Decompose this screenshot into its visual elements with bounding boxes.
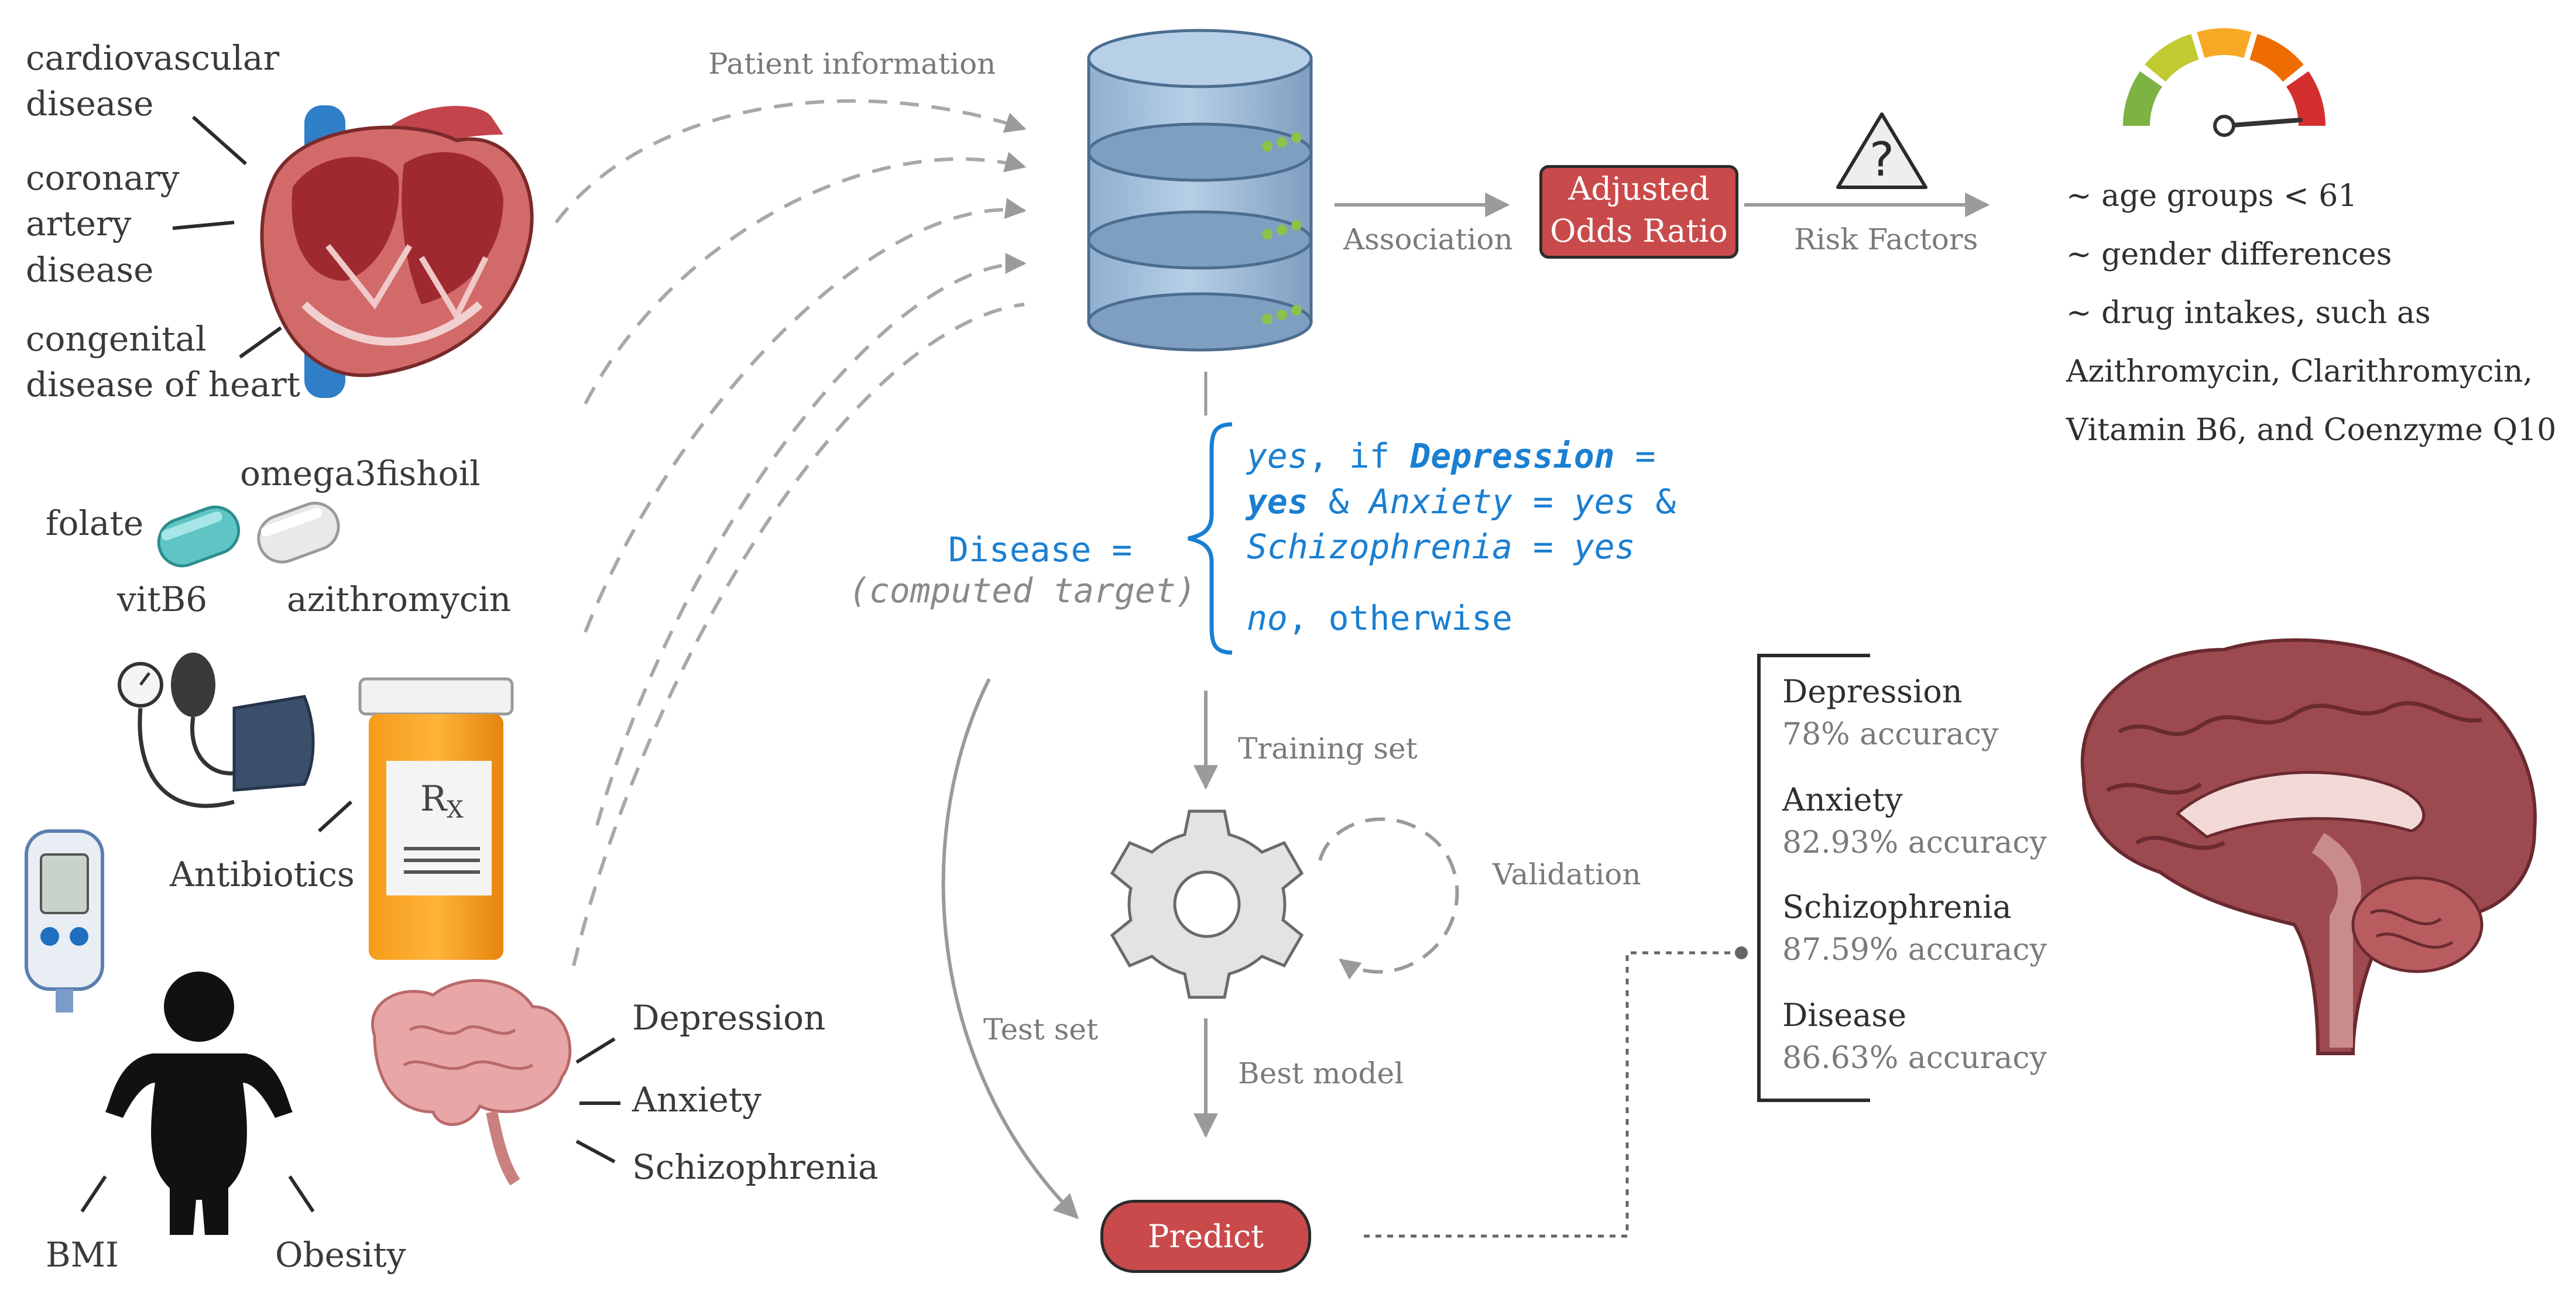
label-best-model: Best model	[1238, 1056, 1404, 1090]
disease-target-label: Disease =	[948, 530, 1133, 569]
heart-icon	[260, 105, 534, 398]
rx-letter-x: X	[447, 797, 464, 823]
result-accuracy-disease: 86.63% accuracy	[1782, 1041, 2047, 1076]
rx-symbol: RX	[420, 778, 464, 823]
label-antibiotics: Antibiotics	[170, 854, 355, 894]
result-name-disease: Disease	[1782, 997, 1907, 1034]
result-name-schizophrenia: Schizophrenia	[1782, 888, 2012, 925]
blood-pressure-monitor-icon	[118, 653, 315, 808]
label-coronary-artery-disease: coronary artery disease	[26, 158, 180, 290]
risk-item-gender: ~ gender differences	[2066, 237, 2392, 272]
pill-bottle-icon	[358, 677, 514, 960]
risk-item-drug-names: Azithromycin, Clarithromycin,	[2066, 354, 2533, 389]
risk-item-age: ~ age groups < 61	[2066, 179, 2358, 214]
label-cardiovascular-disease: cardiovascular disease	[26, 38, 280, 124]
label-schizophrenia: Schizophrenia	[632, 1147, 879, 1187]
target-line-2: yes & Anxiety = yes &	[1247, 482, 1676, 521]
label-congenital-disease: congenital disease of heart	[26, 319, 300, 405]
capsule-icon	[157, 502, 340, 568]
target-line-4: no, otherwise	[1247, 598, 1512, 638]
adjusted-odds-ratio-box: Adjusted Odds Ratio	[1539, 165, 1738, 259]
keyword-if: , if	[1308, 436, 1411, 476]
risk-item-vitamins: Vitamin B6, and Coenzyme Q10	[2066, 413, 2557, 448]
brain-sagittal-icon	[2080, 638, 2537, 1055]
test-set-arrow	[941, 678, 1079, 1219]
label-risk-factors: Risk Factors	[1794, 222, 1978, 256]
operator-equals: =	[1614, 436, 1656, 476]
target-line-3: Schizophrenia = yes	[1247, 527, 1635, 567]
operator-and: &	[1635, 482, 1676, 521]
result-name-anxiety: Anxiety	[1782, 781, 1903, 818]
result-name-depression: Depression	[1782, 673, 1963, 710]
value-yes: yes	[1573, 482, 1635, 521]
value-no: no	[1247, 598, 1288, 638]
result-accuracy-schizophrenia: 87.59% accuracy	[1782, 932, 2047, 967]
brain-icon	[371, 979, 572, 1186]
glucose-meter-icon	[25, 829, 104, 1013]
value-yes-bold: yes	[1247, 482, 1308, 521]
database-icon	[1087, 29, 1313, 352]
label-vitb6: vitB6	[117, 579, 208, 619]
label-depression: Depression	[632, 998, 826, 1038]
computed-target-label: (computed target)	[849, 571, 1196, 610]
label-folate: folate	[46, 503, 144, 543]
label-obesity: Obesity	[275, 1235, 406, 1275]
results-connector	[1364, 951, 1741, 1238]
person-silhouette-icon	[105, 972, 293, 1235]
var-depression: Depression	[1410, 436, 1615, 476]
var-schizophrenia: Schizophrenia =	[1247, 527, 1574, 567]
predict-box: Predict	[1100, 1200, 1311, 1273]
label-bmi: BMI	[46, 1235, 119, 1275]
label-patient-information: Patient information	[708, 47, 996, 81]
operator-and: &	[1308, 482, 1370, 521]
value-yes: yes	[1573, 527, 1635, 567]
curly-brace	[1188, 422, 1233, 655]
result-accuracy-depression: 78% accuracy	[1782, 717, 1999, 752]
gauge-icon	[2122, 28, 2326, 137]
label-azithromycin: azithromycin	[287, 579, 512, 619]
risk-item-drug-intakes: ~ drug intakes, such as	[2066, 296, 2431, 331]
label-validation: Validation	[1493, 857, 1641, 891]
label-training-set: Training set	[1238, 732, 1418, 766]
target-line-1: yes, if Depression =	[1247, 436, 1655, 476]
input-flow-arrows	[554, 99, 1027, 966]
value-yes: yes	[1247, 436, 1308, 476]
label-test-set: Test set	[983, 1013, 1099, 1046]
rx-letter-r: R	[420, 778, 447, 819]
warning-triangle-icon: ?	[1836, 112, 1927, 189]
keyword-otherwise: , otherwise	[1287, 598, 1512, 638]
label-association: Association	[1343, 222, 1513, 256]
warning-symbol: ?	[1870, 132, 1894, 187]
label-anxiety: Anxiety	[632, 1080, 762, 1120]
var-anxiety: Anxiety =	[1369, 482, 1574, 521]
result-accuracy-anxiety: 82.93% accuracy	[1782, 825, 2047, 860]
cycle-arrow-icon	[1318, 817, 1459, 980]
gear-icon	[1110, 809, 1304, 999]
results-bracket	[1757, 654, 1870, 1102]
label-omega3fishoil: omega3fishoil	[240, 454, 481, 493]
